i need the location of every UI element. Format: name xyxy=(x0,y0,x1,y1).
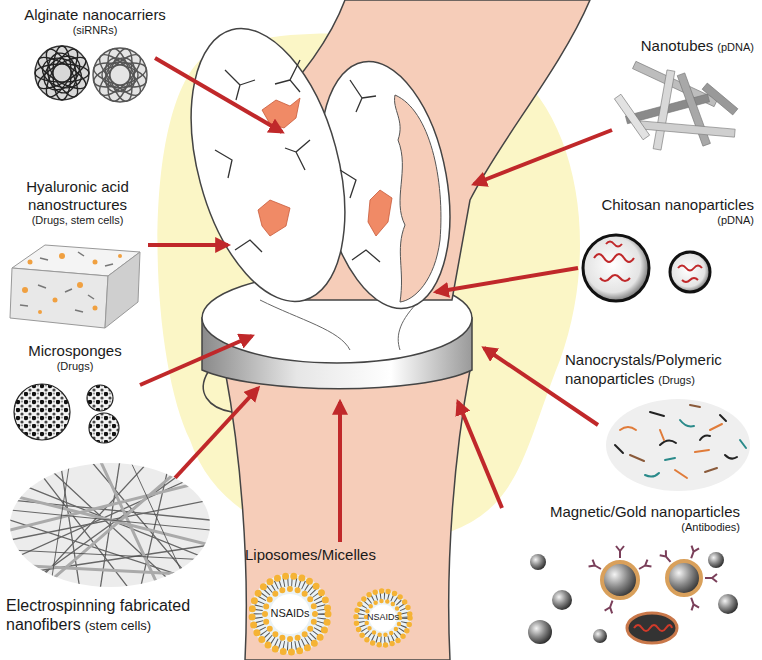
carrier-label: Nanotubes xyxy=(641,37,714,54)
liposome-large xyxy=(250,574,330,654)
hyaluronic-slab xyxy=(10,245,140,328)
pointer-arrows xyxy=(140,58,612,542)
cargo-label: (Drugs) xyxy=(658,374,695,386)
label-group: Microsponges(Drugs) xyxy=(0,342,150,373)
cargo-label: (Antibodies) xyxy=(505,521,740,534)
cargo-label: (siRNRs) xyxy=(10,24,180,37)
carrier-label: Alginate nanocarriers xyxy=(10,6,180,24)
tibia-shaft xyxy=(225,370,470,660)
cartilage-cracks xyxy=(215,60,380,262)
nanocrystal-cloud xyxy=(606,399,750,491)
label-group: Magnetic/Gold nanoparticles(Antibodies) xyxy=(505,503,740,534)
cargo-label: NSAIDs xyxy=(361,612,405,623)
carrier-label: Magnetic/Gold nanoparticles xyxy=(505,503,740,521)
label-group: Hyaluronic acid nanostructures(Drugs, st… xyxy=(0,178,155,227)
nanofiber-mesh xyxy=(10,460,210,590)
nanotubes xyxy=(614,61,738,150)
label-group: Nanotubes(pDNA) xyxy=(596,36,754,55)
cargo-label: NSAIDs xyxy=(262,607,318,620)
magnetic-gold-particles xyxy=(528,546,738,644)
chitosan-particles xyxy=(583,235,710,301)
liposome-small xyxy=(355,590,411,646)
carrier-label: Liposomes/Micelles xyxy=(245,546,395,564)
alginate-yarn xyxy=(34,45,149,104)
label-group: Alginate nanocarriers(siRNRs) xyxy=(10,6,180,37)
carrier-label: Chitosan nanoparticles xyxy=(572,196,754,214)
label-group: Electrospinning fabricated nanofibers(st… xyxy=(6,596,251,634)
label-group: Liposomes/Micelles xyxy=(245,546,395,564)
microsponges xyxy=(14,384,119,443)
carrier-label: Microsponges xyxy=(0,342,150,360)
cartilage-lesions xyxy=(258,98,392,236)
cargo-label: (stem cells) xyxy=(85,618,151,633)
carrier-label: Nanocrystals/Polymeric nanoparticles xyxy=(565,351,722,387)
cargo-label: (pDNA) xyxy=(572,214,754,227)
cargo-label: (pDNA) xyxy=(717,41,754,53)
cargo-label: (Drugs) xyxy=(0,360,150,373)
carrier-label: Hyaluronic acid nanostructures xyxy=(0,178,155,214)
label-group: Chitosan nanoparticles(pDNA) xyxy=(572,196,754,227)
femoral-condyles xyxy=(164,12,468,319)
cargo-label: (Drugs, stem cells) xyxy=(0,214,155,227)
label-group: NSAIDs xyxy=(262,607,318,620)
label-group: Nanocrystals/Polymeric nanoparticles(Dru… xyxy=(565,350,757,388)
label-group: NSAIDs xyxy=(361,612,405,623)
